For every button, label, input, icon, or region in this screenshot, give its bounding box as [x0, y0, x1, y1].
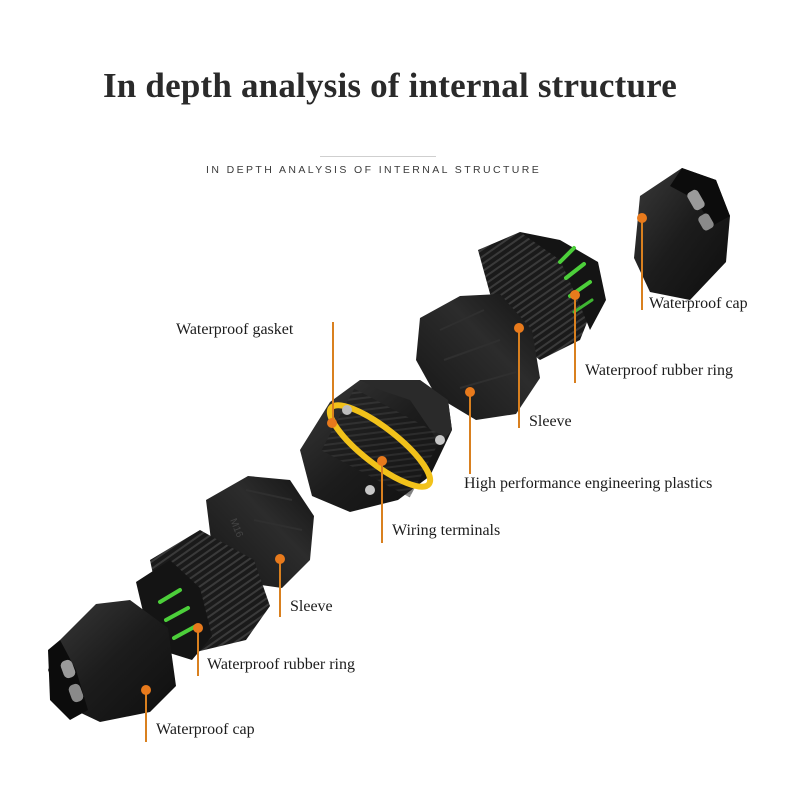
page-subtitle: IN DEPTH ANALYSIS OF INTERNAL STRUCTURE [206, 164, 542, 176]
label-waterproof-cap-bottom: Waterproof cap [156, 721, 255, 738]
callout-dot [141, 685, 151, 695]
callout-dot [570, 290, 580, 300]
callout-dot [275, 554, 285, 564]
callout-sleeve-bottom [275, 554, 285, 617]
page-title: In depth analysis of internal structure [102, 66, 677, 105]
label-plastics: High performance engineering plastics [464, 475, 713, 492]
callout-dot [465, 387, 475, 397]
label-gasket: Waterproof gasket [176, 321, 294, 338]
label-sleeve-bottom: Sleeve [290, 598, 333, 615]
callout-waterproof-cap-bottom [141, 685, 151, 742]
callout-rubber-ring-bottom [193, 623, 203, 676]
label-sleeve-top: Sleeve [529, 413, 572, 430]
sleeve-bottom-icon: M16 [136, 476, 314, 660]
subtitle-divider [320, 156, 436, 157]
callout-gasket [327, 322, 337, 428]
callout-dot [514, 323, 524, 333]
label-terminals: Wiring terminals [392, 522, 501, 539]
callout-dot [377, 456, 387, 466]
callout-dot [327, 418, 337, 428]
callout-dot [637, 213, 647, 223]
callout-rubber-ring-top [570, 290, 580, 383]
label-waterproof-cap-top: Waterproof cap [649, 295, 748, 312]
callout-waterproof-cap-top [637, 213, 647, 310]
label-rubber-ring-top: Waterproof rubber ring [585, 362, 733, 379]
label-rubber-ring-bottom: Waterproof rubber ring [207, 656, 355, 673]
callout-dot [193, 623, 203, 633]
wiring-terminal-body-icon [300, 380, 452, 512]
callout-terminals [377, 456, 387, 543]
callout-plastics [465, 387, 475, 474]
sleeve-top-icon [416, 232, 606, 420]
waterproof-cap-top-icon [634, 168, 730, 300]
callout-sleeve-top [514, 323, 524, 428]
